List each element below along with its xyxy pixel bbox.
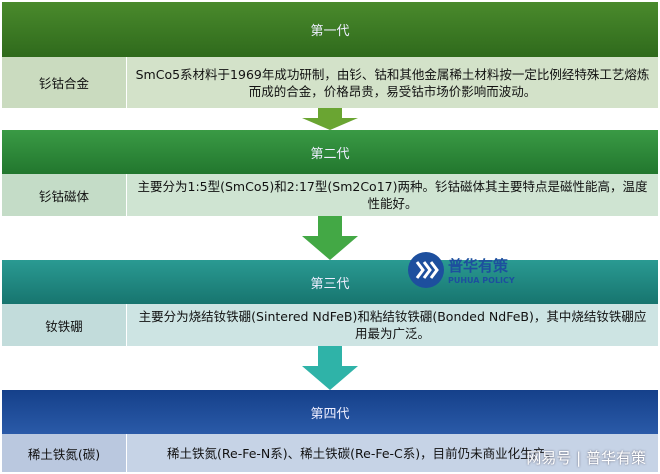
gen3-title: 第三代 — [310, 276, 350, 292]
gen2-row: 钐钴磁体主要分为1:5型(SmCo5)和2:17型(Sm2Co17)两种。钐钴磁… — [2, 174, 658, 216]
arrow-down-icon — [302, 108, 358, 130]
gen1-header: 第一代 — [2, 2, 658, 57]
gen2-label: 钐钴磁体 — [2, 174, 127, 216]
logo-en: PUHUA POLICY — [448, 276, 515, 285]
logo-cn: 普华有策 — [448, 257, 509, 275]
gen1-title: 第一代 — [310, 24, 350, 39]
gen3-header: 第三代 — [2, 260, 658, 304]
gen2-title: 第二代 — [310, 146, 350, 162]
gen3-text: 主要分为烧结钕铁硼(Sintered NdFeB)和粘结钕铁硼(Bonded N… — [138, 309, 647, 341]
gen4-title: 第四代 — [310, 406, 350, 422]
gen4-header: 第四代 — [2, 390, 658, 434]
gen1-text: SmCo5系材料于1969年成功研制，由钐、钴和其他金属稀土材料按一定比例经特殊… — [135, 66, 650, 99]
gen3-label: 钕铁硼 — [2, 304, 127, 346]
watermark: 网易号 | 普华有策 — [526, 449, 646, 467]
logo-icon — [408, 252, 444, 288]
gen1-label: 钐钴合金 — [2, 57, 127, 108]
arrow-down-icon — [302, 216, 358, 260]
gen2-header: 第二代 — [2, 130, 658, 174]
gen4-row: 稀土铁氮(碳) 稀土铁氮(Re-Fe-N系)、稀土铁碳(Re-Fe-C系)，目前仍… — [2, 434, 658, 472]
gen4-text: 稀土铁氮(Re-Fe-N系)、稀土铁碳(Re-Fe-C系)，目前仍未商业化生产。 — [167, 445, 558, 461]
arrow-down-icon — [302, 346, 358, 390]
gen3-row: 钕铁硼主要分为烧结钕铁硼(Sintered NdFeB)和粘结钕铁硼(Bonde… — [2, 304, 658, 346]
gen2-text: 主要分为1:5型(SmCo5)和2:17型(Sm2Co17)两种。钐钴磁体其主要… — [137, 179, 648, 211]
gen4-label: 稀土铁氮(碳) — [2, 434, 127, 472]
